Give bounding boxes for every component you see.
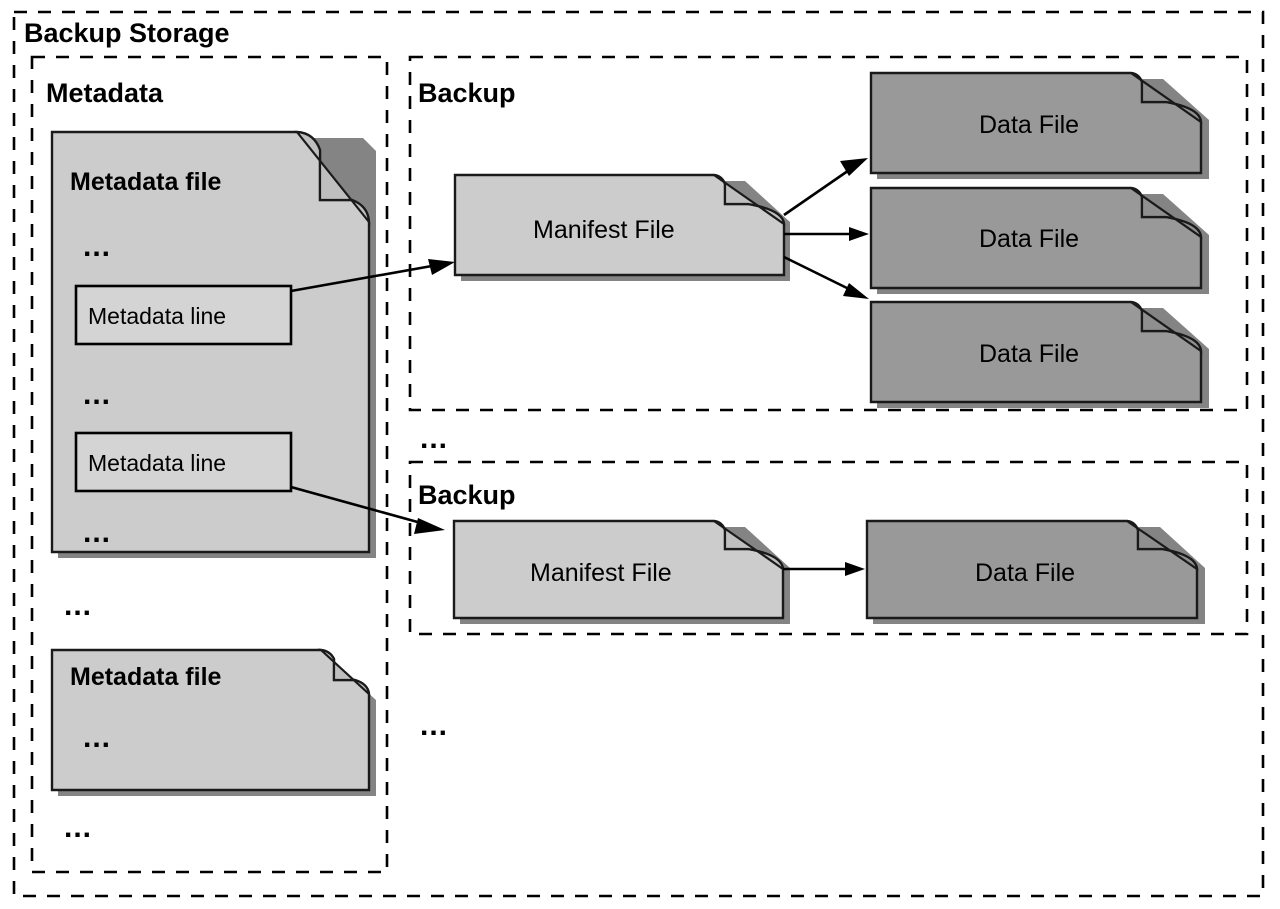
connector-metaline2-to-manifest2 [290, 485, 445, 534]
metadata-file-1-ellipsis-2: ... [83, 378, 111, 411]
connector-manifest1-to-datafile2 [784, 227, 869, 241]
arrowhead-icon [840, 158, 868, 176]
metadata-trailing-ellipsis: ... [64, 811, 92, 844]
data-file-1-fold-icon [1130, 71, 1203, 125]
manifest-file-1-title: Manifest File [533, 216, 675, 244]
backup-group-2-container [408, 460, 1249, 636]
backup-group-1-container [408, 55, 1249, 412]
metadata-file-2-title: Metadata file [70, 663, 222, 691]
arrowhead-icon [849, 227, 869, 241]
data-file-4-title: Data File [975, 559, 1075, 587]
metadata-group-label: Metadata [46, 78, 164, 108]
arrowhead-icon [428, 259, 455, 275]
data-file-4-fold-icon [1126, 519, 1199, 572]
connector-manifest1-to-datafile1 [783, 158, 868, 217]
metadata-file-2-fold-icon [317, 648, 371, 697]
metadata-group-container [30, 55, 389, 874]
backup-group-1-label: Backup [418, 78, 516, 108]
backup-trailing-ellipsis: ... [420, 709, 448, 742]
data-file-1-title: Data File [979, 111, 1079, 139]
arrowhead-icon [845, 562, 865, 576]
manifest-file-2-title: Manifest File [530, 559, 672, 587]
data-file-2-title: Data File [979, 225, 1079, 253]
data-file-2-fold-icon [1130, 186, 1203, 240]
backup-separator-ellipsis: ... [420, 422, 448, 455]
metadata-line-1-label: Metadata line [88, 303, 226, 329]
data-file-3-title: Data File [979, 340, 1079, 368]
metadata-file-1-ellipsis-3: ... [83, 516, 111, 549]
manifest-file-2-fold-icon [713, 519, 785, 572]
connector-manifest1-to-datafile3 [783, 255, 869, 299]
metadata-file-1-fold-icon [294, 130, 371, 226]
arrowhead-icon [843, 283, 869, 299]
connector-manifest2-to-datafile4 [783, 562, 865, 576]
metadata-line-box-1[interactable] [74, 284, 293, 346]
metadata-file-1-ellipsis-1: ... [83, 230, 111, 263]
metadata-line-2-label: Metadata line [88, 450, 226, 476]
backup-group-2-label: Backup [418, 480, 516, 510]
arrowhead-icon [414, 518, 445, 534]
data-file-3-fold-icon [1130, 300, 1203, 354]
backup-storage-container [12, 10, 1265, 898]
backup-storage-title: Backup Storage [24, 18, 230, 48]
metadata-file-2-ellipsis-1: ... [83, 721, 111, 754]
metadata-between-files-ellipsis: ... [64, 589, 92, 622]
metadata-file-1-title: Metadata file [70, 168, 222, 196]
manifest-file-1-fold-icon [713, 173, 786, 227]
connector-metaline1-to-manifest1 [290, 259, 455, 293]
metadata-line-box-2[interactable] [74, 431, 293, 493]
